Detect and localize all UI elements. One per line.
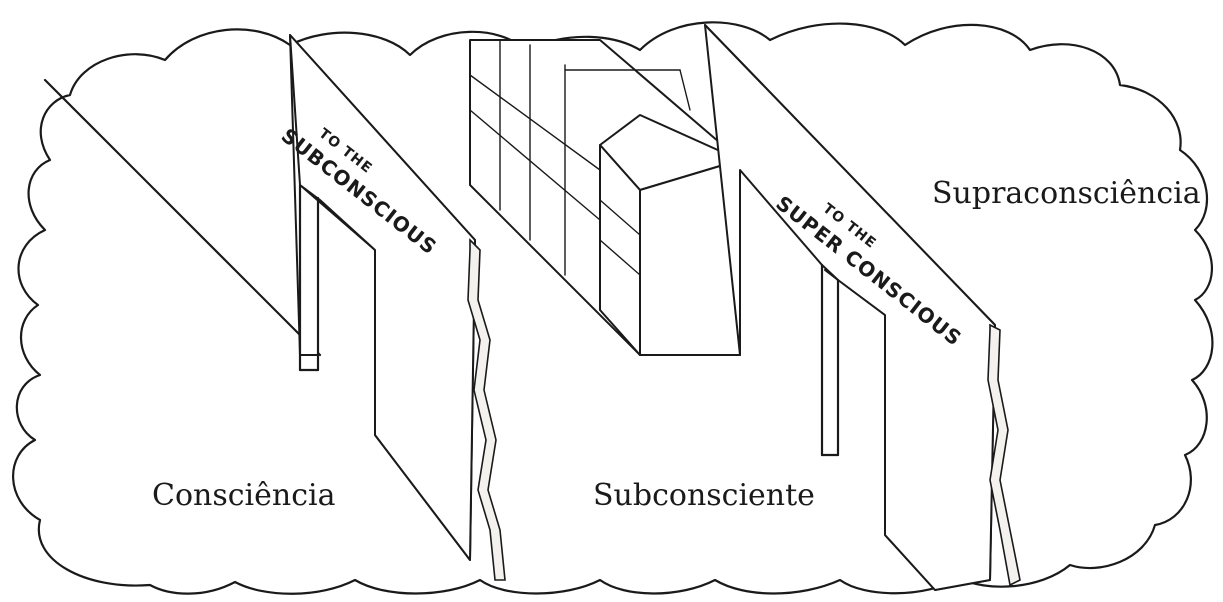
filing-cabinet-icon — [469, 39, 741, 356]
wall-subconscious-superconscious — [704, 24, 1021, 591]
label-superconscious: Supraconsciência — [932, 176, 1201, 211]
label-subconscious: Subconsciente — [593, 478, 815, 513]
wall-cut-edge — [987, 323, 1021, 587]
cloud-outline — [12, 21, 1214, 595]
label-conscious: Consciência — [152, 478, 336, 513]
wall-cut-edge — [467, 238, 506, 581]
wall-conscious-subconscious — [43, 34, 506, 581]
